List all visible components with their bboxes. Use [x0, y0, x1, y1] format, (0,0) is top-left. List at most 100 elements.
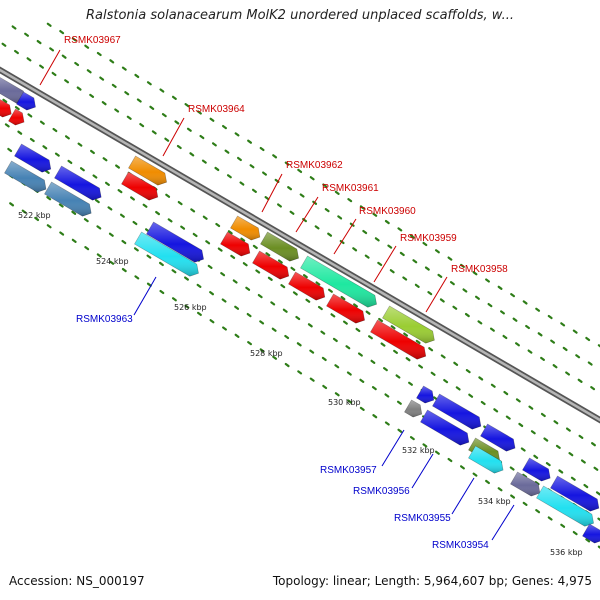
gene-arrow[interactable]	[4, 160, 47, 193]
tick-dot	[322, 384, 328, 390]
tick-dot	[387, 244, 393, 249]
tick-dot	[221, 298, 227, 303]
gene-label[interactable]: RSMK03962	[286, 160, 343, 171]
tick-dot	[9, 202, 15, 207]
gene-arrow[interactable]	[510, 471, 541, 497]
gene-arrow[interactable]	[416, 385, 435, 404]
tick-dot	[211, 142, 217, 147]
gene-arrow[interactable]	[522, 457, 551, 482]
gene-arrow[interactable]	[382, 305, 435, 344]
gene-arrow[interactable]	[370, 319, 427, 360]
gene-arrow[interactable]	[550, 475, 600, 512]
tick-dot	[472, 271, 478, 276]
gene-arrow[interactable]	[121, 171, 159, 201]
gene-label[interactable]: RSMK03956	[353, 486, 410, 497]
tick-dot	[447, 256, 453, 261]
tick-dot	[34, 216, 40, 222]
tick-dot	[146, 81, 152, 86]
gene-arrow[interactable]	[230, 215, 261, 241]
gene-arrow[interactable]	[582, 523, 600, 544]
tick-dot	[90, 149, 95, 155]
tick-dot	[171, 95, 177, 100]
tick-dot	[202, 215, 208, 220]
tick-dot	[340, 295, 346, 301]
tick-dot	[1, 42, 7, 47]
tick-dot	[96, 253, 102, 258]
tick-track	[4, 123, 599, 471]
gene-arrow[interactable]	[326, 293, 365, 324]
gene-label[interactable]: RSMK03963	[76, 314, 133, 325]
tick-dot	[27, 113, 33, 118]
tick-dot	[568, 452, 574, 457]
tick-dot	[284, 362, 290, 368]
backbone-line	[0, 68, 600, 422]
gene-arrow[interactable]	[404, 399, 423, 418]
tick-dot	[590, 386, 596, 391]
tick-dot	[272, 355, 278, 360]
gene-arrow[interactable]	[146, 221, 204, 263]
gene-arrow[interactable]	[288, 271, 326, 301]
gene-arrow[interactable]	[16, 91, 36, 111]
gene-arrow[interactable]	[14, 143, 52, 173]
tick-dot	[545, 462, 551, 467]
tick-dot	[500, 310, 505, 315]
tick-dot	[550, 339, 556, 344]
tick-dot	[493, 408, 499, 413]
gene-arrow[interactable]	[0, 98, 12, 118]
tick-dot	[455, 386, 461, 391]
gene-leader-line	[491, 504, 515, 541]
tick-dot	[570, 476, 576, 481]
tick-dot	[368, 335, 373, 340]
gene-arrow[interactable]	[432, 393, 482, 430]
tick-dot	[134, 275, 140, 280]
gene-arrow[interactable]	[420, 409, 470, 446]
tick-dot	[587, 361, 593, 366]
tick-dot	[292, 291, 298, 296]
gene-arrow[interactable]	[468, 445, 504, 474]
genome-summary: Topology: linear; Length: 5,964,607 bp; …	[272, 574, 592, 588]
gene-arrow[interactable]	[134, 231, 199, 277]
tick-dot	[177, 200, 183, 206]
gene-label[interactable]: RSMK03964	[188, 104, 245, 115]
gene-arrow[interactable]	[480, 423, 516, 452]
tick-dot	[409, 234, 415, 239]
gene-arrow[interactable]	[220, 231, 251, 257]
tick-dot	[249, 164, 255, 169]
tick-dot	[580, 459, 586, 464]
tick-dot	[21, 209, 27, 214]
gene-arrow[interactable]	[128, 155, 167, 186]
tick-dot	[237, 156, 242, 162]
gene-label[interactable]: RSMK03955	[394, 513, 451, 524]
tick-dot	[472, 472, 478, 477]
tick-dot	[365, 310, 371, 315]
tick-dot	[171, 297, 177, 302]
gene-label[interactable]: RSMK03958	[451, 264, 508, 275]
tick-dot	[167, 218, 173, 223]
tick-dot	[164, 137, 170, 142]
tick-dot	[460, 263, 465, 268]
gene-label[interactable]: RSMK03961	[322, 183, 379, 194]
tick-dot	[252, 244, 258, 250]
gene-arrow[interactable]	[44, 181, 92, 217]
tick-dot	[309, 377, 315, 382]
tick-dot	[64, 135, 70, 140]
gene-arrow[interactable]	[54, 165, 102, 201]
gene-label[interactable]: RSMK03957	[320, 465, 377, 476]
gene-label[interactable]: RSMK03954	[432, 540, 489, 551]
tick-dot	[342, 320, 348, 325]
gene-arrow[interactable]	[0, 76, 26, 104]
gene-label[interactable]: RSMK03967	[64, 35, 121, 46]
tick-dot	[522, 473, 528, 478]
gene-arrow[interactable]	[8, 108, 25, 126]
gene-label[interactable]: RSMK03959	[400, 233, 457, 244]
tick-dot	[334, 364, 340, 369]
gene-arrow[interactable]	[260, 231, 299, 262]
gene-label[interactable]: RSMK03960	[359, 206, 416, 217]
gene-arrow[interactable]	[252, 250, 290, 280]
tick-dot	[220, 272, 226, 277]
tick-dot	[327, 232, 333, 237]
tick-dot	[234, 305, 240, 310]
gene-arrow[interactable]	[300, 255, 377, 308]
tick-dot	[543, 437, 549, 442]
